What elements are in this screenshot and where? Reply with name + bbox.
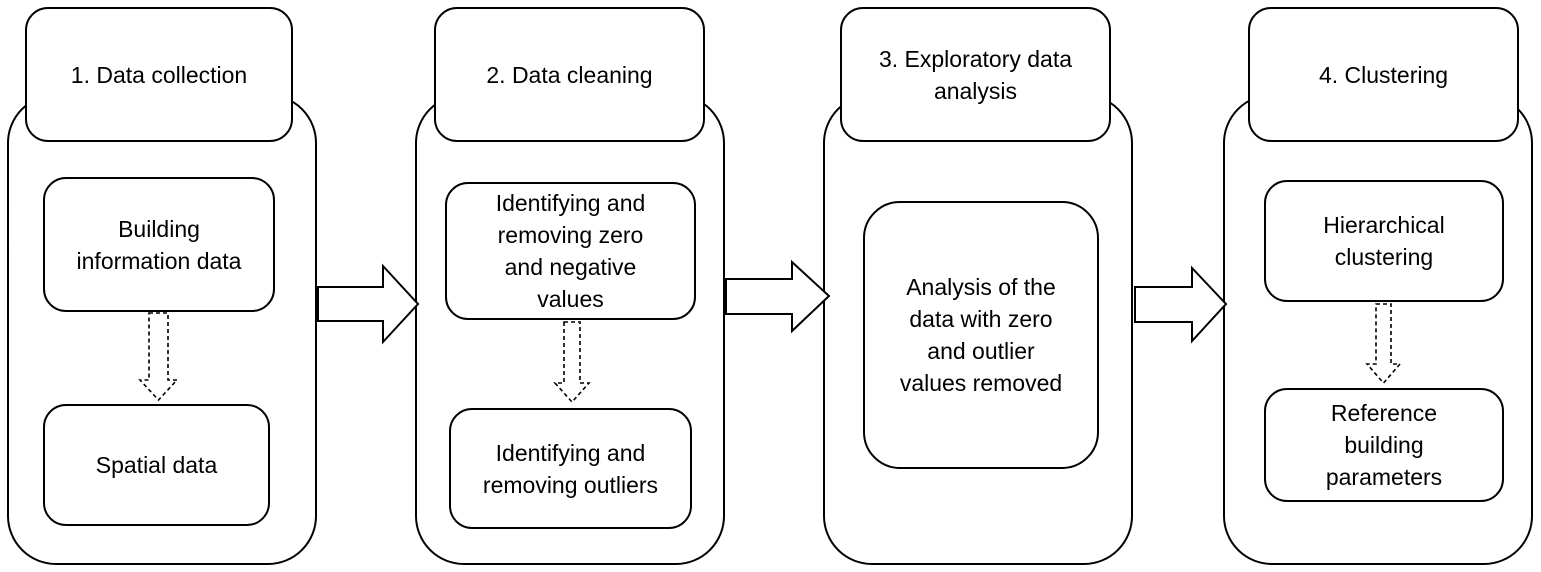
stage-2-step-2-box bbox=[449, 408, 692, 529]
dashed-down-arrow-stage-4 bbox=[1365, 303, 1402, 385]
stage-3-step-1-label: Analysis of the data with zero and outli… bbox=[899, 274, 1063, 396]
stage-2-header-box bbox=[434, 7, 705, 142]
dashed-down-arrow-stage-1 bbox=[138, 312, 179, 402]
stage-1-header-box bbox=[25, 7, 293, 142]
stage-1-title: 1. Data collection bbox=[70, 61, 248, 88]
stage-2-step-1-box bbox=[445, 182, 696, 320]
dashed-down-arrow-stage-2 bbox=[553, 321, 591, 404]
stage-1-step-2-label: Spatial data bbox=[95, 452, 218, 478]
stage-4-step-1-box bbox=[1264, 180, 1504, 302]
stage-4-step-2-label: Reference building parameters bbox=[1325, 400, 1443, 490]
arrow-stage-3-to-4 bbox=[1134, 265, 1228, 344]
stage-1-step-2-box bbox=[43, 404, 270, 526]
stage-2-title: 2. Data cleaning bbox=[486, 61, 653, 88]
arrow-stage-2-to-3 bbox=[725, 259, 831, 334]
stage-3-step-1-box bbox=[863, 201, 1099, 469]
stage-4-step-2-box bbox=[1264, 388, 1504, 502]
stage-2-step-2-label: Identifying and removing outliers bbox=[482, 439, 659, 498]
stage-4-step-1-label: Hierarchical clustering bbox=[1323, 212, 1445, 270]
stage-3-title: 3. Exploratory data analysis bbox=[878, 45, 1073, 104]
stage-4-header-box bbox=[1248, 7, 1519, 142]
stage-2-step-1-label: Identifying and removing zero and negati… bbox=[495, 190, 646, 312]
stage-3-header-box bbox=[840, 7, 1111, 142]
arrow-stage-1-to-2 bbox=[317, 263, 420, 345]
stage-1-step-1-label: Building information data bbox=[76, 215, 242, 274]
stage-4-title: 4. Clustering bbox=[1318, 61, 1449, 88]
stage-1-step-1-box bbox=[43, 177, 275, 312]
